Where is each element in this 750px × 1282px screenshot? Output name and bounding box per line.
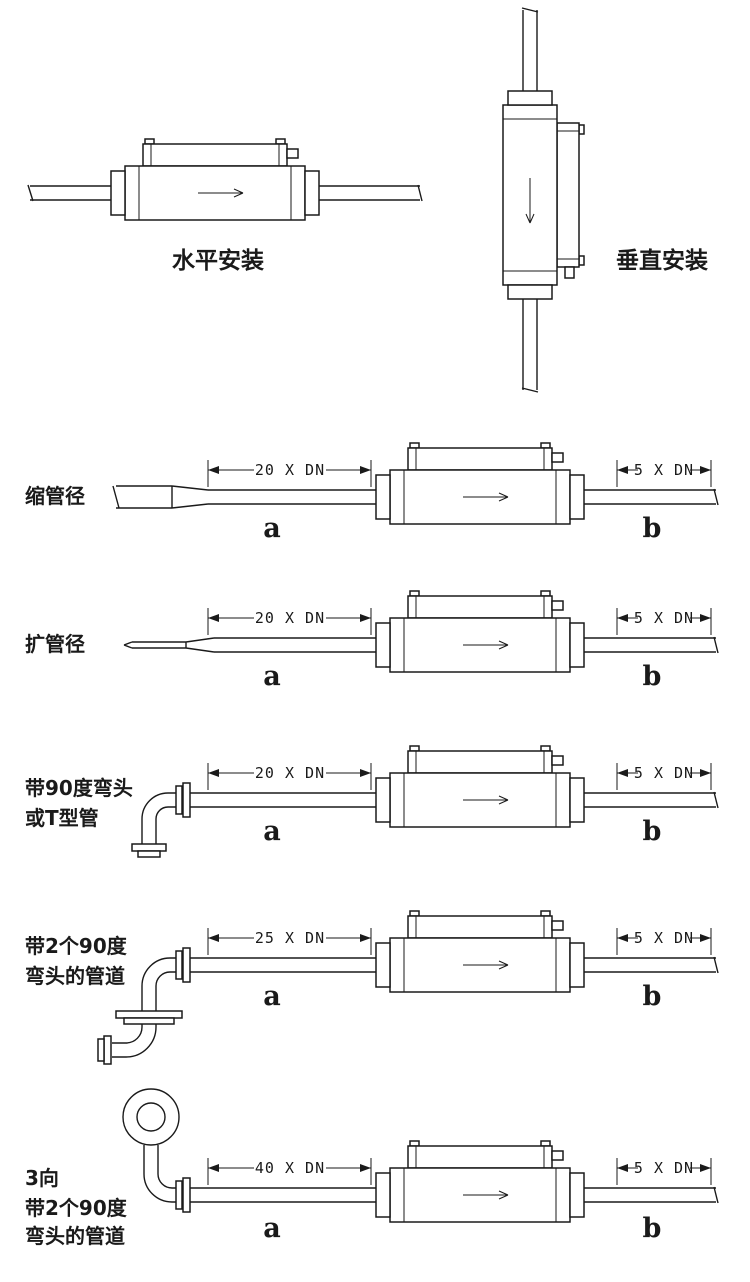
row-two-elbows: 25 X DN 5 X DN 带2个90度 弯头的管道 a b bbox=[25, 910, 719, 1065]
point-b-label: b bbox=[643, 1213, 662, 1244]
row-expander: 20 X DN 5 X DN 扩管径 a b bbox=[25, 590, 719, 692]
row-elbow90: 20 X DN 5 X DN 带90度弯头 或T型管 a b bbox=[25, 745, 719, 858]
expander-pipe bbox=[123, 636, 719, 654]
point-b-label: b bbox=[643, 816, 662, 847]
dimension-b: 5 X DN bbox=[616, 460, 712, 487]
dimension-b-label: 5 X DN bbox=[634, 929, 694, 947]
flowmeter bbox=[375, 910, 585, 993]
dimension-b-label: 5 X DN bbox=[634, 609, 694, 627]
dimension-b-label: 5 X DN bbox=[634, 1159, 694, 1177]
row-three-way-two-elbows: 40 X DN 5 X DN 3向 带2个90度 弯头的管道 a b bbox=[25, 1088, 719, 1248]
loop-elbow-pipe bbox=[122, 1088, 719, 1213]
point-a-label: a bbox=[263, 981, 281, 1012]
double-elbow-pipe bbox=[97, 947, 719, 1065]
flowmeter bbox=[375, 590, 585, 673]
horizontal-install-label: 水平安装 bbox=[172, 247, 264, 274]
point-a-label: a bbox=[263, 1213, 281, 1244]
point-a-label: a bbox=[263, 513, 281, 544]
dimension-b-label: 5 X DN bbox=[634, 764, 694, 782]
dimension-a: 25 X DN bbox=[207, 928, 372, 955]
row-label-line1: 3向 bbox=[25, 1166, 59, 1190]
point-b-label: b bbox=[643, 661, 662, 692]
row-label: 扩管径 bbox=[25, 632, 85, 656]
flowmeter bbox=[375, 745, 585, 828]
dimension-a: 20 X DN bbox=[207, 460, 372, 487]
dimension-b: 5 X DN bbox=[616, 1158, 712, 1185]
flowmeter bbox=[110, 138, 320, 221]
point-a-label: a bbox=[263, 661, 281, 692]
row-label-line2: 弯头的管道 bbox=[25, 964, 125, 988]
row-label-line2: 带2个90度 bbox=[25, 1196, 128, 1220]
row-reducer: 20 X DN 5 X DN 缩管径 a b bbox=[25, 442, 719, 544]
flowmeter bbox=[375, 442, 585, 525]
dimension-a-label: 20 X DN bbox=[255, 609, 325, 627]
dimension-a-label: 40 X DN bbox=[255, 1159, 325, 1177]
elbow-pipe bbox=[131, 782, 719, 858]
pipe bbox=[27, 184, 423, 202]
dimension-a: 20 X DN bbox=[207, 608, 372, 635]
pipe bbox=[521, 7, 539, 393]
flowmeter bbox=[375, 1140, 585, 1223]
dimension-b: 5 X DN bbox=[616, 928, 712, 955]
horizontal-install-figure: 水平安装 bbox=[27, 138, 423, 274]
dimension-a-label: 25 X DN bbox=[255, 929, 325, 947]
dimension-a-label: 20 X DN bbox=[255, 764, 325, 782]
vertical-install-label: 垂直安装 bbox=[616, 247, 708, 274]
dimension-b-label: 5 X DN bbox=[634, 461, 694, 479]
reducer-pipe bbox=[112, 485, 719, 509]
vertical-install-figure: 垂直安装 bbox=[502, 7, 708, 393]
row-label-line1: 带2个90度 bbox=[25, 934, 128, 958]
dimension-a: 20 X DN bbox=[207, 763, 372, 790]
row-label-line2: 或T型管 bbox=[25, 806, 99, 830]
point-a-label: a bbox=[263, 816, 281, 847]
row-label: 缩管径 bbox=[25, 484, 85, 508]
point-b-label: b bbox=[643, 981, 662, 1012]
row-label-line1: 带90度弯头 bbox=[25, 776, 133, 800]
dimension-b: 5 X DN bbox=[616, 763, 712, 790]
point-b-label: b bbox=[643, 513, 662, 544]
flowmeter bbox=[502, 90, 585, 300]
row-label-line3: 弯头的管道 bbox=[25, 1224, 125, 1248]
dimension-a-label: 20 X DN bbox=[255, 461, 325, 479]
dimension-a: 40 X DN bbox=[207, 1158, 372, 1185]
dimension-b: 5 X DN bbox=[616, 608, 712, 635]
